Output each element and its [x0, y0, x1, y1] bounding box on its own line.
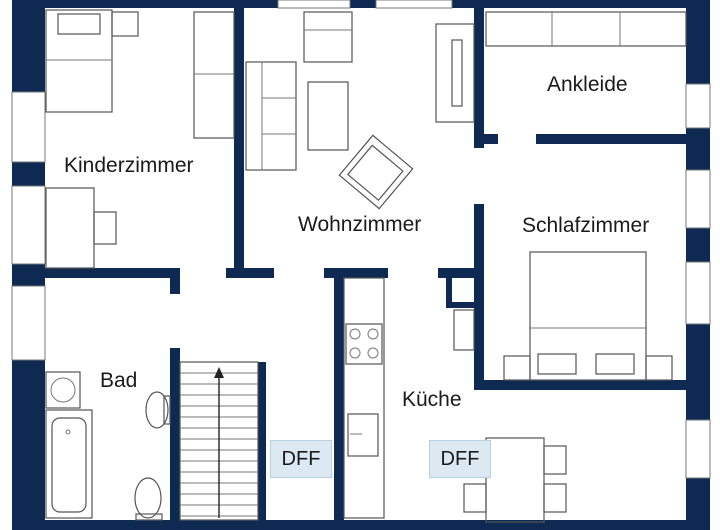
room-label-wohnzimmer: Wohnzimmer — [298, 213, 422, 236]
right-wall-windows — [685, 83, 711, 479]
kinderzimmer-furniture — [45, 9, 235, 269]
staircase — [179, 361, 259, 521]
top-wall-windows — [277, 0, 453, 9]
room-label-bad: Bad — [100, 369, 138, 392]
bad-furniture — [45, 371, 171, 521]
room-label-schlafzimmer: Schlafzimmer — [522, 214, 650, 237]
roof-window-label: DFF — [281, 447, 321, 470]
left-wall-windows — [11, 91, 46, 361]
roof-window-label: DFF — [440, 447, 480, 470]
room-label-kueche: Küche — [402, 388, 462, 411]
stair-arrow-head — [214, 367, 224, 378]
wohnzimmer-furniture — [245, 11, 475, 210]
room-label-kinderzimmer: Kinderzimmer — [64, 154, 194, 177]
schlafzimmer-furniture — [503, 251, 673, 381]
room-label-ankleide: Ankleide — [547, 73, 628, 96]
roof-window-dff-right: DFF — [429, 440, 491, 478]
ankleide-furniture — [485, 11, 687, 47]
interior-walls — [44, 8, 686, 520]
roof-window-dff-left: DFF — [270, 440, 332, 478]
